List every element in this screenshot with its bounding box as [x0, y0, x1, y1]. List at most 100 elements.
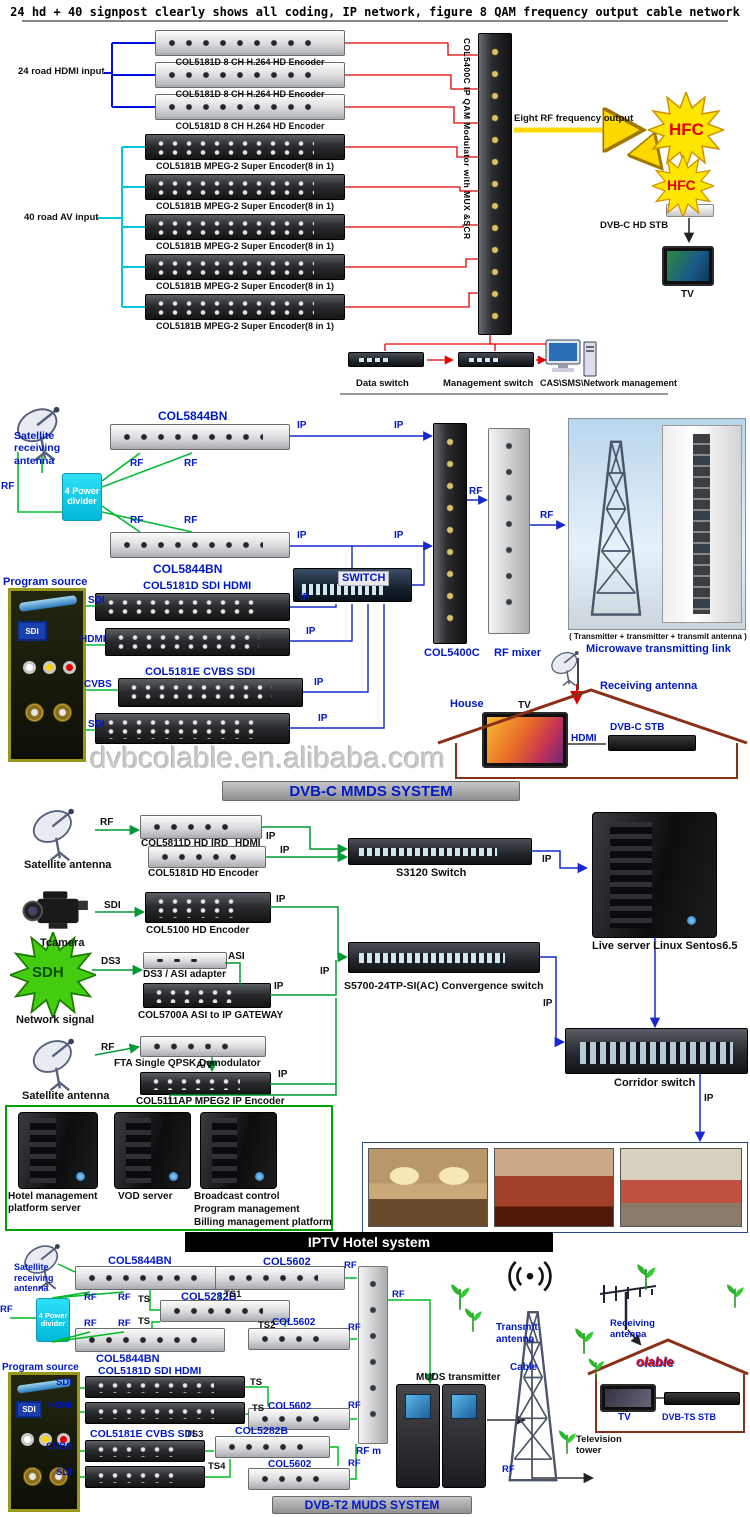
bnc-connector-icon [25, 703, 44, 722]
data-switch-label: Data switch [356, 378, 409, 389]
ts3-label: TS3 [186, 1429, 204, 1440]
leaf-icon [464, 1307, 483, 1333]
ip-label: IP [300, 592, 310, 603]
ip-label: IP [320, 966, 330, 977]
cvbs-label: CVBS [46, 1441, 73, 1452]
leaf-icon [636, 1263, 657, 1291]
server-tower [18, 1112, 98, 1189]
data-switch-device [348, 352, 424, 367]
camera-label: Tcamera [40, 937, 85, 949]
hd-encoder [155, 30, 345, 56]
house-tv [482, 712, 568, 768]
house-tv-label: TV [518, 700, 531, 711]
col5602-label: COL5602 [268, 1459, 312, 1470]
microwave-caption: ( Transmitter + transmitter + transmit a… [569, 632, 747, 641]
gateway-device [143, 983, 271, 1008]
s3120-switch [348, 838, 532, 865]
house-tv-screen [487, 717, 563, 763]
mpeg2-encoder-label: COL5181B MPEG-2 Super Encoder(8 in 1) [155, 241, 335, 251]
mpeg2-encoder-label: COL5181B MPEG-2 Super Encoder(8 in 1) [155, 281, 335, 291]
ip-label: IP [318, 713, 328, 724]
ip-label: IP [394, 420, 404, 431]
satellite-antenna-label: Satellite antenna [24, 859, 112, 871]
qam-modulator [478, 33, 512, 335]
hd-encoder-label: COL5181D 8 CH H.264 HD Encoder [175, 89, 325, 99]
hdmi-label: HDMI [48, 1400, 73, 1411]
adapter-device [143, 952, 227, 969]
receiving-antenna-icon [548, 648, 582, 687]
col5844bn-device [110, 532, 290, 558]
ip-label: IP [542, 854, 552, 865]
mpeg2-encoder [145, 214, 345, 240]
satellite-antenna-label: Satellite receiving antenna [14, 430, 61, 467]
receiving-antenna-label: Receiving antenna [600, 680, 698, 692]
hotel-room-photo [620, 1148, 742, 1227]
av-bracket-lines [97, 146, 145, 308]
sdi-connector-icon: SDI [17, 621, 47, 641]
sdi-connector-icon: SDI [16, 1401, 42, 1418]
program-source-box: SDI [8, 1372, 80, 1512]
col5181e-device [85, 1440, 205, 1462]
hd-encoder [155, 94, 345, 120]
microwave-link-label: Microwave transmitting link [586, 643, 731, 655]
col5844bn-label: COL5844BN [158, 409, 228, 423]
leaf-icon [587, 1357, 605, 1381]
col5181e-device [85, 1466, 205, 1488]
ip-label: IP [297, 530, 307, 541]
live-server-label: Live server Linux Sentos6.5 [592, 940, 738, 952]
hfc-label: HFC [669, 120, 704, 139]
mpeg2-encoder-label: COL5181B MPEG-2 Super Encoder(8 in 1) [155, 161, 335, 171]
hotel-server-label: Hotel management platform server [8, 1191, 98, 1214]
mpeg2-encoder [145, 254, 345, 280]
col5844bn-label: COL5844BN [96, 1353, 160, 1365]
server-tower [114, 1112, 191, 1189]
tower-to-house-line [531, 1340, 595, 1484]
corridor-switch [565, 1028, 748, 1074]
leaf-icon [450, 1283, 471, 1311]
av-label: A/V [196, 1060, 213, 1071]
asi-label: ASI [228, 951, 245, 962]
col5100-label: COL5100 HD Encoder [146, 925, 250, 936]
switch-label: SWITCH [338, 571, 390, 586]
muds-cabinet [396, 1384, 440, 1488]
rca-connector-icon [63, 661, 76, 674]
hd-stb-label: DVB-C HD STB [600, 220, 669, 231]
col5400c-device [433, 423, 467, 644]
leaf-icon [558, 1429, 577, 1455]
col5844bn-device [110, 424, 290, 450]
cvbs-label: CVBS [84, 679, 112, 690]
satellite-antenna-label: Satellite antenna [22, 1090, 110, 1102]
tv-label: TV [681, 289, 694, 300]
col5602-label: COL5602 [263, 1256, 311, 1268]
mpeg2-encoder-label: COL5181B MPEG-2 Super Encoder(8 in 1) [155, 321, 335, 331]
col5844bn-device [75, 1266, 225, 1290]
rf-label: RF [118, 1292, 131, 1303]
transmit-antenna-label: Transmit antenna [496, 1322, 538, 1345]
ip-encoder-device [140, 1072, 271, 1095]
sdi-label: SDI [104, 900, 121, 911]
vod-server-label: VOD server [118, 1191, 173, 1202]
management-switch-device [458, 352, 534, 367]
sdi-label: SDI [56, 1377, 72, 1388]
rf-label: RF [540, 510, 554, 521]
rf-label: RF [100, 817, 114, 828]
management-servers-box [5, 1105, 333, 1231]
hdmi-label: HDMI [571, 733, 597, 744]
hdmi-label: HDMI [80, 634, 106, 645]
receiving-antenna-label: Receiving antenna [610, 1318, 655, 1341]
s3120-label: S3120 Switch [396, 867, 467, 879]
ip-label: IP [314, 677, 324, 688]
ip-label: IP [266, 831, 276, 842]
col5181e-label: COL5181E CVBS SDI [90, 1428, 196, 1440]
program-source-label: Program source [3, 576, 88, 588]
col5844bn-label: COL5844BN [153, 562, 223, 576]
av-input-label: 40 road AV input [24, 212, 99, 223]
sdh-label: SDH [32, 964, 64, 981]
ip-label: IP [394, 530, 404, 541]
col5181d-device [95, 593, 290, 621]
col5181d-label: COL5181D SDI HDMI [98, 1365, 202, 1377]
live-server [592, 812, 717, 938]
col5181d-device [105, 628, 290, 656]
col5602-label: COL5602 [272, 1317, 316, 1328]
ts4-label: TS4 [208, 1461, 226, 1472]
